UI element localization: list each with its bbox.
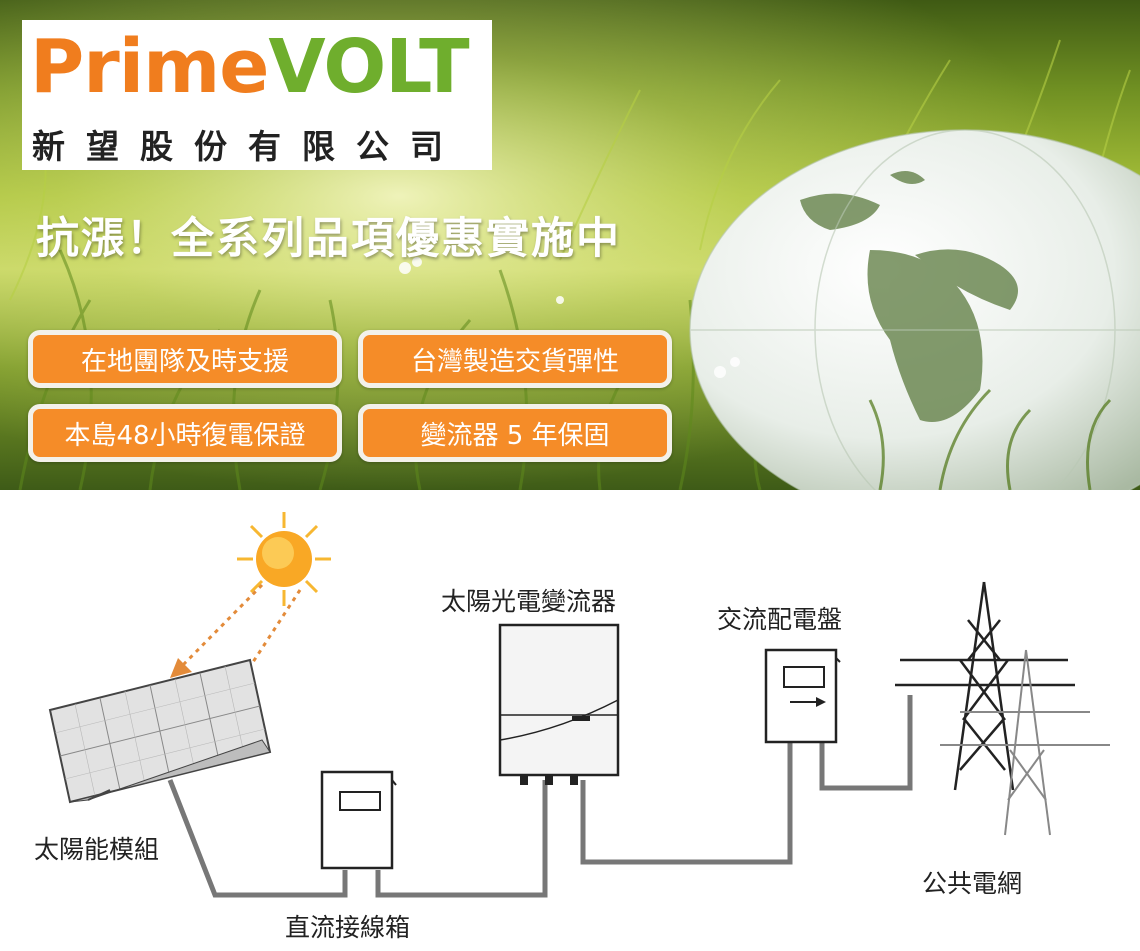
ac-panel-label: 交流配電盤: [717, 605, 843, 634]
logo-wordmark: PrimeVOLT: [30, 30, 470, 104]
feature-badge-inverter-warranty: 變流器 5 年保固: [358, 404, 672, 462]
ac-panel-icon: [764, 648, 841, 744]
solar-system-diagram: 太陽光電變流器 交流配電盤 太陽能模組 公共電網 直流接線箱: [0, 490, 1140, 951]
inverter-icon: [498, 623, 620, 785]
transmission-tower-icon: [895, 581, 1110, 836]
hero-banner: PrimeVOLT 新望股份有限公司 抗漲！全系列品項優惠實施中 在地團隊及時支…: [0, 0, 1140, 490]
dc-box-label: 直流接線箱: [285, 913, 411, 942]
company-logo: PrimeVOLT 新望股份有限公司: [22, 20, 492, 170]
solar-panel-icon: [48, 658, 272, 804]
feature-badge-48h-restore: 本島48小時復電保證: [28, 404, 342, 462]
feature-badge-taiwan-made: 台灣製造交貨彈性: [358, 330, 672, 388]
grid-label: 公共電網: [922, 869, 1023, 898]
logo-company-name: 新望股份有限公司: [32, 127, 464, 166]
dc-junction-box-icon: [320, 770, 397, 870]
wiring-lines: [167, 695, 913, 898]
promo-headline: 抗漲！全系列品項優惠實施中: [36, 214, 621, 264]
inverter-label: 太陽光電變流器: [441, 587, 617, 616]
solar-module-label: 太陽能模組: [34, 835, 160, 864]
logo-volt-text: VOLT: [268, 24, 469, 110]
feature-badge-local-team: 在地團隊及時支援: [28, 330, 342, 388]
sun-icon: [237, 512, 331, 606]
logo-prime-text: Prime: [30, 24, 269, 110]
